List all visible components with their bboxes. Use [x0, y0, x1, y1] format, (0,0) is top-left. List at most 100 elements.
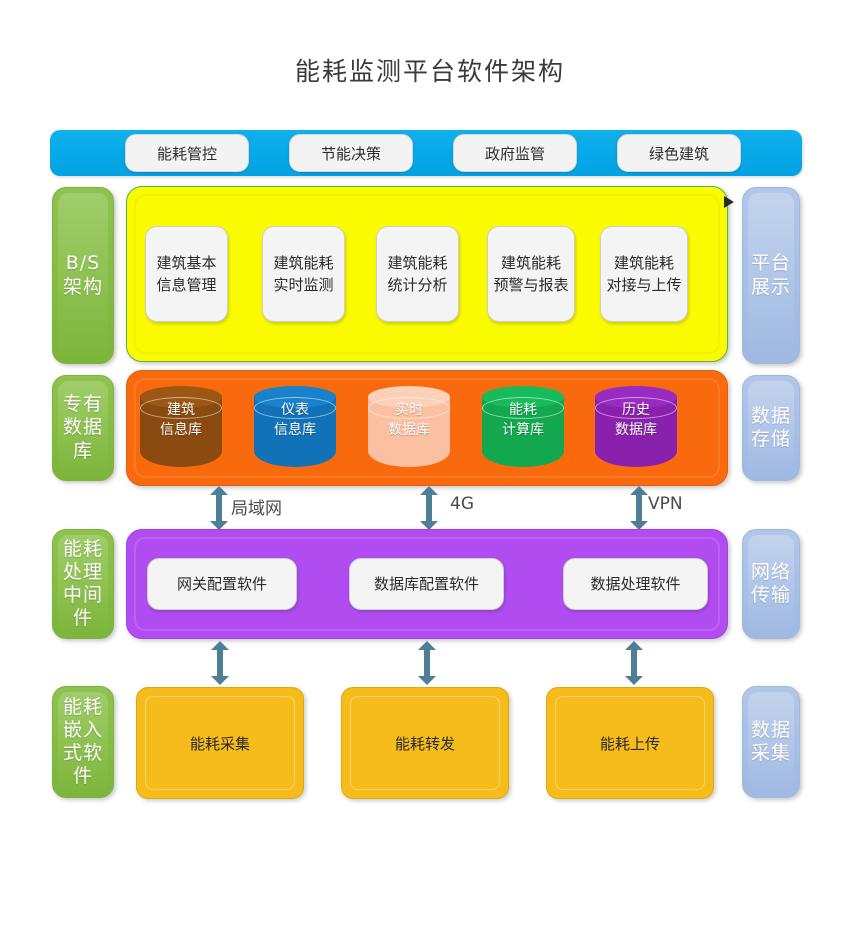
acquisition-arrow-left-head-down-icon	[211, 676, 229, 685]
presentation-band-arrow-icon	[724, 196, 734, 208]
network-label-lan: 局域网	[231, 499, 282, 519]
acquisition-arrow-right-shaft	[631, 648, 637, 678]
middleware-3-label: 数据处理软件	[590, 574, 681, 593]
application-bar: 能耗管控 节能决策 政府监管 绿色建筑	[50, 130, 802, 176]
network-label-vpn: VPN	[648, 494, 683, 514]
network-arrow-4g-shaft	[426, 493, 432, 523]
db-1-line1: 建筑	[167, 402, 195, 418]
left-label-proprietary-database: 专有 数据 库	[52, 375, 114, 481]
appbar-chip-3[interactable]: 政府监管	[453, 134, 577, 172]
acquisition-arrow-middle	[418, 641, 436, 685]
left-label-mw-line1: 能耗	[62, 537, 103, 560]
database-energy-calculation-rim	[482, 397, 564, 419]
middleware-2-label: 数据库配置软件	[373, 574, 479, 593]
right-label-net-line1: 网络	[750, 560, 791, 583]
appbar-chip-4[interactable]: 绿色建筑	[617, 134, 741, 172]
left-label-db-line3: 库	[72, 439, 93, 462]
database-energy-calculation-label: 能耗 计算库	[482, 400, 564, 441]
left-label-emb-line3: 式软	[62, 742, 103, 764]
database-meter-info-label: 仪表 信息库	[254, 400, 336, 441]
database-history-data-label: 历史 数据库	[595, 400, 677, 441]
module-energy-collection[interactable]: 能耗采集	[136, 687, 304, 799]
module-1-line2: 信息管理	[156, 276, 217, 294]
network-arrow-lan-shaft	[216, 493, 222, 523]
module-alarm-and-report[interactable]: 建筑能耗 预警与报表	[487, 226, 575, 322]
db-2-line2: 信息库	[274, 422, 316, 439]
right-label-plat-line1: 平台	[750, 252, 791, 275]
db-4-line1: 能耗	[509, 402, 537, 418]
database-realtime-data[interactable]: 实时 数据库	[368, 386, 450, 474]
network-label-4g: 4G	[450, 494, 474, 514]
module-4-line2: 预警与报表	[493, 276, 569, 294]
module-building-basic-info[interactable]: 建筑基本 信息管理	[145, 226, 228, 322]
database-realtime-data-label: 实时 数据库	[368, 400, 450, 441]
module-statistical-analysis[interactable]: 建筑能耗 统计分析	[376, 226, 459, 322]
acquisition-arrow-middle-shaft	[424, 648, 430, 678]
network-arrow-lan-head-down-icon	[210, 521, 228, 530]
db-1-line2: 信息库	[160, 422, 202, 439]
left-label-middleware: 能耗 处理 中间 件	[52, 529, 114, 639]
db-4-line2: 计算库	[502, 422, 544, 439]
database-meter-info[interactable]: 仪表 信息库	[254, 386, 336, 474]
right-label-network-transmission: 网络 传输	[742, 529, 800, 639]
network-arrow-lan-head-up-icon	[210, 486, 228, 495]
network-arrow-4g-head-down-icon	[420, 521, 438, 530]
acquisition-arrow-middle-head-down-icon	[418, 676, 436, 685]
acquisition-1-label: 能耗采集	[189, 734, 250, 753]
db-5-line2: 数据库	[615, 422, 657, 439]
left-label-db-line2: 数据	[62, 416, 103, 439]
right-label-store-line1: 数据	[750, 404, 791, 427]
module-energy-upload[interactable]: 能耗上传	[546, 687, 714, 799]
network-arrow-lan	[210, 486, 228, 530]
module-docking-and-upload[interactable]: 建筑能耗 对接与上传	[600, 226, 688, 322]
acquisition-arrow-right	[625, 641, 643, 685]
acquisition-arrow-left	[211, 641, 229, 685]
left-label-mw-line2: 处理	[62, 560, 103, 583]
left-label-db-line1: 专有	[62, 393, 103, 416]
left-label-bs-architecture: B/S 架构	[52, 187, 114, 364]
module-4-line1: 建筑能耗	[500, 253, 561, 272]
left-label-emb-line4: 件	[72, 765, 93, 788]
module-realtime-monitoring[interactable]: 建筑能耗 实时监测	[262, 226, 345, 322]
left-label-emb-line1: 能耗	[62, 695, 103, 718]
database-building-info-rim	[140, 397, 222, 419]
module-2-line1: 建筑能耗	[273, 253, 334, 272]
database-meter-info-rim	[254, 397, 336, 419]
right-label-net-line2: 传输	[750, 584, 791, 606]
db-3-line1: 实时	[395, 402, 423, 418]
database-building-info[interactable]: 建筑 信息库	[140, 386, 222, 474]
module-energy-forwarding[interactable]: 能耗转发	[341, 687, 509, 799]
left-label-mw-line3: 中间	[62, 584, 103, 606]
database-building-info-label: 建筑 信息库	[140, 400, 222, 441]
right-label-data-acquisition: 数据 采集	[742, 686, 800, 798]
module-5-line2: 对接与上传	[606, 276, 682, 294]
module-5-line1: 建筑能耗	[613, 253, 674, 272]
module-2-line2: 实时监测	[273, 276, 334, 294]
left-label-bs-line2: 架构	[62, 275, 103, 298]
module-3-line2: 统计分析	[387, 276, 448, 294]
network-arrow-4g	[420, 486, 438, 530]
right-label-store-line2: 存储	[750, 428, 791, 450]
right-label-acq-line2: 采集	[750, 742, 791, 764]
database-history-data[interactable]: 历史 数据库	[595, 386, 677, 474]
database-realtime-data-rim	[368, 397, 450, 419]
acquisition-arrow-right-head-up-icon	[625, 641, 643, 650]
right-label-acq-line1: 数据	[750, 718, 791, 741]
acquisition-arrow-left-head-up-icon	[211, 641, 229, 650]
network-arrow-4g-head-up-icon	[420, 486, 438, 495]
network-arrow-vpn-shaft	[636, 493, 642, 523]
acquisition-2-label: 能耗转发	[394, 734, 455, 753]
module-data-processing-software[interactable]: 数据处理软件	[563, 558, 708, 610]
network-arrow-vpn-head-up-icon	[630, 486, 648, 495]
page-title: 能耗监测平台软件架构	[294, 57, 565, 86]
appbar-chip-1[interactable]: 能耗管控	[125, 134, 249, 172]
left-label-mw-line4: 件	[72, 607, 93, 630]
database-energy-calculation[interactable]: 能耗 计算库	[482, 386, 564, 474]
network-arrow-vpn	[630, 486, 648, 530]
middleware-1-label: 网关配置软件	[176, 574, 267, 593]
module-gateway-config-software[interactable]: 网关配置软件	[147, 558, 297, 610]
db-2-line1: 仪表	[281, 402, 309, 418]
module-database-config-software[interactable]: 数据库配置软件	[349, 558, 504, 610]
appbar-chip-2[interactable]: 节能决策	[289, 134, 413, 172]
